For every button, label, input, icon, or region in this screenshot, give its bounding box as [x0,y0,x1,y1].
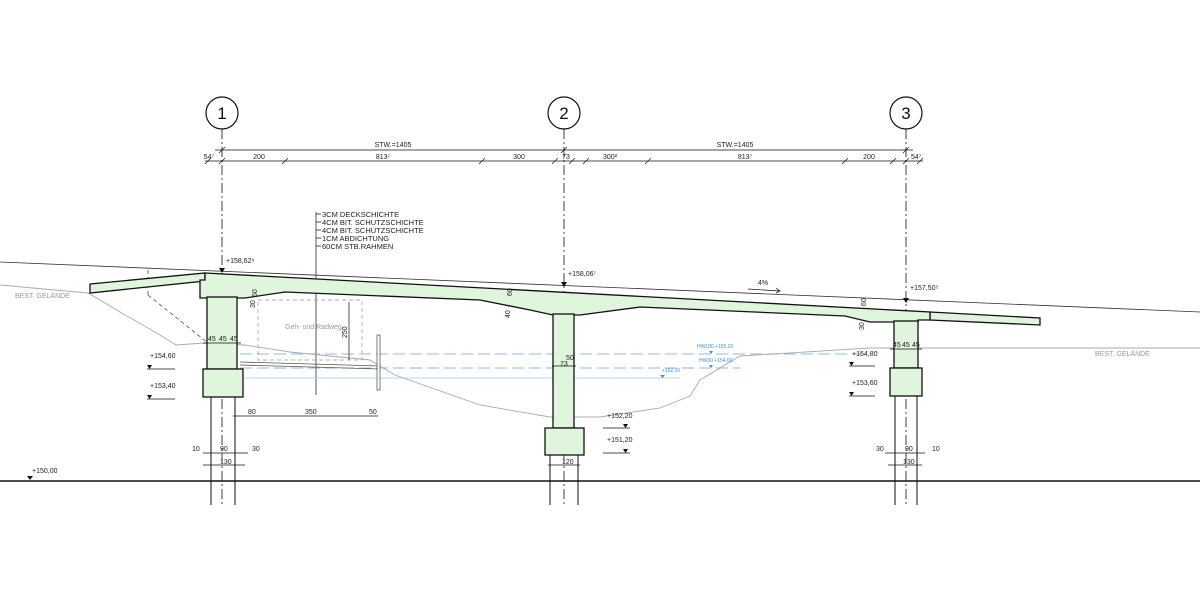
datum-level: +150,00 [32,468,58,475]
svg-text:54⁷: 54⁷ [911,154,922,161]
svg-text:73: 73 [562,154,570,161]
svg-text:30: 30 [876,446,884,453]
pier-1-footing [202,368,244,398]
svg-text:30: 30 [252,446,260,453]
svg-text:54⁷: 54⁷ [204,154,215,161]
svg-text:30: 30 [859,322,866,330]
svg-text:1: 1 [217,104,226,123]
svg-text:10: 10 [932,446,940,453]
svg-text:813⁷: 813⁷ [376,154,391,161]
hw30-label: HW30 +154,60 [699,358,733,364]
mean-water-label: +152,15 [662,368,680,374]
piles [210,396,918,505]
svg-text:30: 30 [250,300,257,308]
svg-text:60: 60 [507,288,514,296]
svg-text:250: 250 [342,326,349,338]
water-levels: HW100 +155,20 HW30 +154,60 +152,15 [240,344,862,379]
svg-text:130: 130 [220,459,232,466]
sub-dimension-chain: 54⁷ 200 813⁷ 300 73 300² 813⁷ 200 54⁷ [204,154,924,165]
svg-text:3CM DECKSCHICHTE: 3CM DECKSCHICHTE [322,210,399,219]
svg-text:1CM ABDICHTUNG: 1CM ABDICHTUNG [322,234,389,243]
svg-text:200: 200 [253,154,265,161]
svg-text:4CM BIT. SCHUTZSCHICHTE: 4CM BIT. SCHUTZSCHICHTE [322,218,424,227]
svg-text:2: 2 [559,104,568,123]
svg-text:300²: 300² [603,154,618,161]
svg-text:130: 130 [903,459,915,466]
svg-text:45: 45 [208,336,216,343]
svg-text:350: 350 [305,409,317,416]
svg-text:45: 45 [912,342,920,349]
svg-text:60: 60 [252,289,259,297]
svg-text:73: 73 [560,361,568,368]
svg-text:3: 3 [901,104,910,123]
svg-text:300: 300 [513,154,525,161]
svg-text:4CM BIT. SCHUTZSCHICHTE: 4CM BIT. SCHUTZSCHICHTE [322,226,424,235]
svg-text:813⁷: 813⁷ [738,154,753,161]
svg-text:120: 120 [562,459,574,466]
bridge-frame [89,272,1041,505]
svg-text:60: 60 [861,298,868,306]
svg-text:10: 10 [192,446,200,453]
span-dimension-chain: STW.=1405 STW.=1405 [215,142,913,154]
svg-text:80: 80 [248,409,256,416]
svg-text:Geh- und Radweg: Geh- und Radweg [285,324,342,331]
svg-text:45: 45 [230,336,238,343]
svg-text:4%: 4% [758,280,768,287]
svg-text:45: 45 [902,342,910,349]
svg-text:45: 45 [893,342,901,349]
svg-text:STW.=1405: STW.=1405 [717,142,754,149]
svg-text:+154,80: +154,80 [852,351,878,358]
svg-text:40: 40 [505,310,512,318]
slope-indicator: 4% [747,280,781,294]
svg-text:+158,62⁹: +158,62⁹ [226,258,255,265]
svg-text:+153,60: +153,60 [852,380,878,387]
svg-text:+151,20: +151,20 [607,437,633,444]
road-grade-line [0,261,1200,313]
svg-text:90: 90 [220,446,228,453]
terrain-label-left: BEST. GELÄNDE [15,292,70,300]
terrain-label-right: BEST. GELÄNDE [1095,350,1150,358]
svg-text:+158,06⁷: +158,06⁷ [568,271,596,278]
svg-text:+153,40: +153,40 [150,383,176,390]
svg-text:90: 90 [905,446,913,453]
foundation-levels: +154,60 +153,40 +152,20 +151,20 +154,80 … [147,351,878,454]
existing-terrain-line [0,284,1200,418]
railing-post [376,334,381,391]
pier-1-column [206,296,238,370]
svg-text:+157,50⁵: +157,50⁵ [910,285,938,292]
footpath-clearance: Geh- und Radweg 250 [147,270,381,391]
pier-2-column [552,313,575,429]
svg-text:50: 50 [369,409,377,416]
svg-text:45: 45 [219,336,227,343]
hw100-label: HW100 +155,20 [697,344,733,350]
local-dimensions: 60 30 45 45 45 50 73 60 40 60 30 45 45 4… [192,288,940,466]
svg-text:+152,20: +152,20 [607,413,633,420]
svg-text:50: 50 [566,355,574,362]
deck-level-markers: +158,62⁹ +158,06⁷ +157,50⁵ [219,258,938,303]
svg-text:+154,60: +154,60 [150,353,176,360]
svg-text:60CM STB.RAHMEN: 60CM STB.RAHMEN [322,242,393,251]
pier-3-footing [889,367,923,397]
svg-text:200: 200 [863,154,875,161]
left-cantilever [89,272,206,294]
pier-2-footing [544,427,585,456]
right-cantilever [929,311,1041,326]
svg-text:STW.=1405: STW.=1405 [375,142,412,149]
